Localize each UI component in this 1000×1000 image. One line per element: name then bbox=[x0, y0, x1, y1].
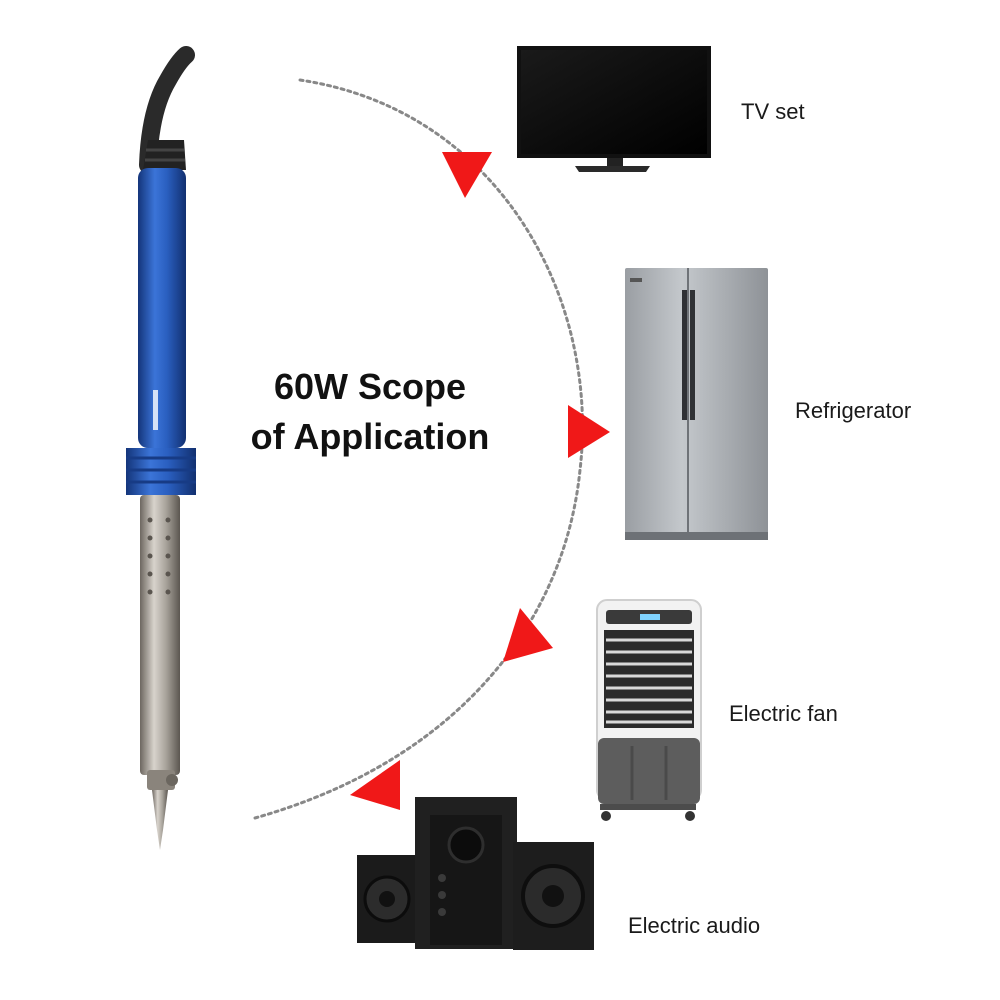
tv-label: TV set bbox=[741, 99, 805, 124]
title-line-2: of Application bbox=[250, 416, 490, 457]
arrow-to-fan-icon bbox=[503, 608, 553, 662]
dotted-arc-path bbox=[253, 78, 585, 820]
refrigerator-icon bbox=[625, 268, 768, 540]
tv-icon bbox=[517, 46, 711, 172]
speaker-set-icon bbox=[357, 797, 594, 950]
air-cooler-fan-icon bbox=[596, 599, 702, 821]
arrow-to-refrigerator-icon bbox=[568, 405, 610, 458]
page-title: 60W Scope of Application bbox=[230, 362, 510, 462]
arrow-to-audio-icon bbox=[350, 760, 400, 810]
refrigerator-label: Refrigerator bbox=[795, 398, 912, 423]
title-line-1: 60W Scope bbox=[273, 366, 467, 407]
soldering-iron-icon bbox=[126, 46, 196, 850]
arrow-to-tv-icon bbox=[442, 152, 492, 198]
electric-audio-label: Electric audio bbox=[628, 913, 761, 938]
electric-fan-label: Electric fan bbox=[729, 701, 838, 726]
